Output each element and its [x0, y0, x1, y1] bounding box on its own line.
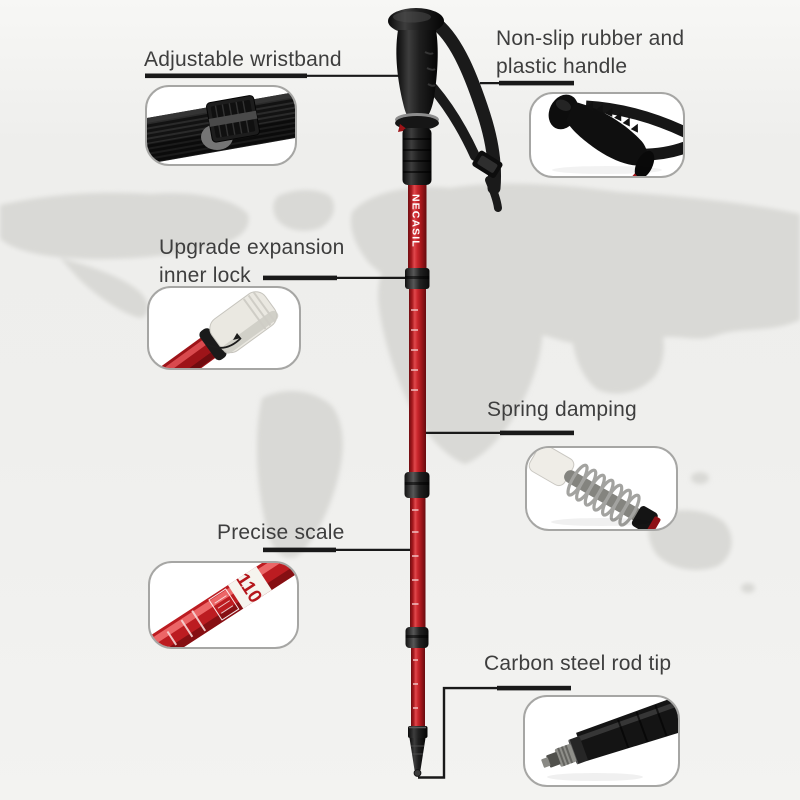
- pole-collars: [404, 268, 430, 648]
- callout-card-wristband: [145, 85, 297, 166]
- map-se-asia: [571, 302, 664, 394]
- callout-card-spring: [525, 446, 678, 531]
- handle-flare: [395, 116, 439, 130]
- leader-spring-bar: [500, 430, 574, 436]
- foam-grip: [402, 128, 432, 185]
- callout-card-inner-lock: [147, 286, 301, 370]
- shaft-section-4: [411, 630, 425, 728]
- pole-shafts: [408, 183, 427, 728]
- leader-tip-bar: [497, 685, 571, 691]
- label-handle: Non-slip rubber and plastic handle: [496, 27, 685, 78]
- map-island-1: [691, 472, 709, 484]
- callout-card-handle: [529, 92, 685, 178]
- tip-ferrule: [408, 726, 428, 738]
- tip-photo: [541, 697, 678, 781]
- callout-card-scale: 110: [148, 561, 299, 649]
- pole-brand-text: NECASIL: [410, 194, 422, 248]
- handle-grip: [396, 30, 438, 122]
- map-north-america: [0, 192, 249, 260]
- inner-lock-photo: [149, 291, 279, 368]
- map-island-2: [741, 583, 755, 593]
- leader-tip-line: [418, 686, 498, 779]
- label-scale: Precise scale: [217, 521, 345, 544]
- shaft-section-2: [409, 273, 426, 477]
- label-wristband: Adjustable wristband: [144, 48, 342, 71]
- wristband-photo: [147, 92, 295, 164]
- label-tip: Carbon steel rod tip: [484, 652, 672, 675]
- strap-buckle: [472, 150, 503, 178]
- spring-photo: [528, 448, 661, 529]
- shaft-section-1: [408, 183, 427, 273]
- map-greenland: [273, 190, 335, 231]
- tip-point: [413, 769, 422, 777]
- map-central-america: [60, 258, 149, 318]
- handle-photo: [548, 94, 683, 176]
- leader-inner-lock-bar: [263, 275, 337, 281]
- pole-scale-ticks: [411, 309, 419, 709]
- pole-tip: [408, 726, 428, 777]
- callout-card-tip: [523, 695, 680, 787]
- leader-scale-bar: [263, 547, 336, 553]
- pole-handle: [388, 8, 444, 185]
- label-spring: Spring damping: [487, 398, 637, 421]
- shaft-section-3: [410, 477, 426, 630]
- wrist-strap: [428, 17, 502, 212]
- leader-handle-bar: [499, 80, 574, 86]
- map-south-america: [256, 391, 343, 558]
- map-island-3: [352, 221, 368, 231]
- scale-photo: 110: [150, 563, 297, 647]
- label-inner-lock: Upgrade expansion inner lock: [159, 236, 345, 287]
- leader-wristband-bar: [145, 73, 307, 79]
